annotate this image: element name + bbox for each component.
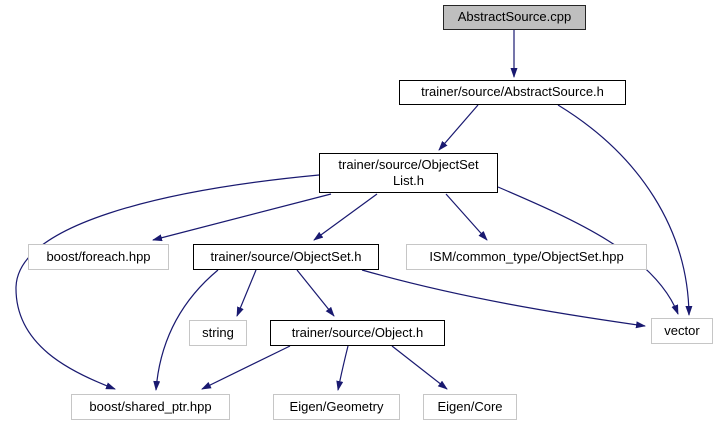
edge-objectsetlist-h-to-ism-objectset-hpp: [445, 193, 488, 241]
node-label: trainer/source/ObjectSet.h: [210, 248, 362, 264]
edge-objectsetlist-h-to-objectset-h: [313, 193, 378, 241]
edge-objectset-h-to-object-h: [296, 269, 335, 317]
node-abstractsource-cpp: AbstractSource.cpp: [443, 5, 586, 30]
node-trainer-source-object-h[interactable]: trainer/source/Object.h: [270, 320, 445, 346]
node-boost-shared-ptr-hpp: boost/shared_ptr.hpp: [71, 394, 230, 420]
edge-object-h-to-eigen-geometry: [336, 345, 349, 391]
node-boost-foreach-hpp: boost/foreach.hpp: [28, 244, 169, 270]
node-label: ISM/common_type/ObjectSet.hpp: [429, 248, 624, 264]
node-label: Eigen/Geometry: [289, 398, 384, 414]
edge-objectsetlist-h-to-boost-foreach-hpp: [152, 193, 332, 242]
node-label: boost/shared_ptr.hpp: [89, 398, 212, 414]
node-label: trainer/source/ObjectSet: [338, 156, 479, 172]
node-trainer-source-objectsetlist-h[interactable]: trainer/source/ObjectSet List.h: [319, 153, 498, 193]
node-label: trainer/source/Object.h: [291, 324, 424, 340]
node-ism-common-type-objectset-hpp: ISM/common_type/ObjectSet.hpp: [406, 244, 647, 270]
node-trainer-source-abstractsource-h[interactable]: trainer/source/AbstractSource.h: [399, 80, 626, 105]
node-vector: vector: [651, 318, 713, 344]
edge-object-h-to-boost-shared-ptr-hpp: [201, 345, 291, 390]
node-label: Eigen/Core: [437, 398, 503, 414]
node-string: string: [189, 320, 247, 346]
edge-objectset-h-to-vector: [361, 269, 646, 329]
node-label: vector: [664, 322, 700, 338]
node-eigen-core: Eigen/Core: [423, 394, 517, 420]
node-label: boost/foreach.hpp: [46, 248, 151, 264]
node-label: AbstractSource.cpp: [457, 9, 572, 25]
edge-abstractsource-h-to-objectsetlist-h: [438, 104, 479, 151]
node-label: trainer/source/AbstractSource.h: [421, 84, 604, 100]
node-label: List.h: [392, 173, 425, 188]
edge-objectset-h-to-string: [236, 269, 257, 317]
edge-abstractsource-h-to-vector: [557, 104, 693, 316]
edge-object-h-to-eigen-core: [391, 345, 448, 390]
node-eigen-geometry: Eigen/Geometry: [273, 394, 400, 420]
node-trainer-source-objectset-h[interactable]: trainer/source/ObjectSet.h: [193, 244, 379, 270]
edge-objectsetlist-h-to-boost-shared-ptr-hpp: [15, 174, 320, 390]
node-label: string: [202, 324, 234, 340]
